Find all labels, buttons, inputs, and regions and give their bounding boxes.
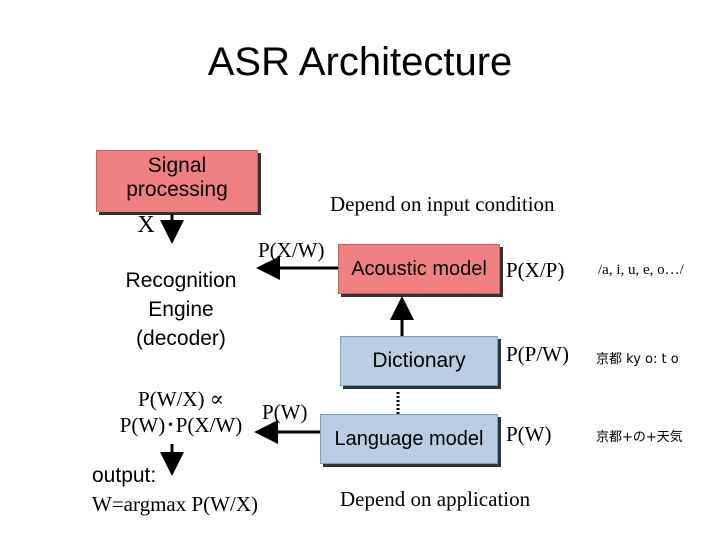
recognition-engine-label: Recognition Engine (decoder) bbox=[108, 266, 254, 353]
output-line1: output: bbox=[92, 464, 157, 487]
formula: P(W/X) ∝ P(W)･P(X/W) bbox=[106, 386, 256, 438]
acoustic-example: /a, i, u, e, o…/ bbox=[598, 262, 684, 278]
language-model-box: Language model bbox=[320, 414, 498, 464]
depend-application-label: Depend on application bbox=[340, 487, 531, 511]
recognition-line3: (decoder) bbox=[136, 327, 226, 350]
signal-x-label: X bbox=[137, 212, 155, 238]
recognition-line2: Engine bbox=[148, 298, 214, 321]
depend-input-label: Depend on input condition bbox=[330, 192, 555, 216]
dictionary-example: 京都 ky o: t o bbox=[596, 352, 679, 367]
output-line2: W=argmax P(W/X) bbox=[92, 492, 258, 516]
dictionary-prob-label: P(P/W) bbox=[506, 342, 569, 366]
signal-label-line1: Signal bbox=[147, 154, 207, 177]
formula-line1: P(W/X) ∝ bbox=[138, 387, 224, 411]
dictionary-box: Dictionary bbox=[340, 336, 498, 386]
recognition-line1: Recognition bbox=[125, 269, 237, 292]
formula-line2: P(W)･P(X/W) bbox=[119, 413, 243, 437]
output-label: output: W=argmax P(W/X) bbox=[92, 462, 258, 518]
signal-label-line2: processing bbox=[126, 178, 228, 201]
acoustic-model-box: Acoustic model bbox=[338, 244, 500, 294]
language-prob-label: P(W) bbox=[506, 422, 552, 446]
page-title: ASR Architecture bbox=[207, 40, 513, 84]
acoustic-prob-label: P(X/P) bbox=[506, 258, 565, 282]
signal-processing-box: Signal processing bbox=[96, 150, 258, 212]
language-example: 京都+の+天気 bbox=[596, 430, 683, 445]
